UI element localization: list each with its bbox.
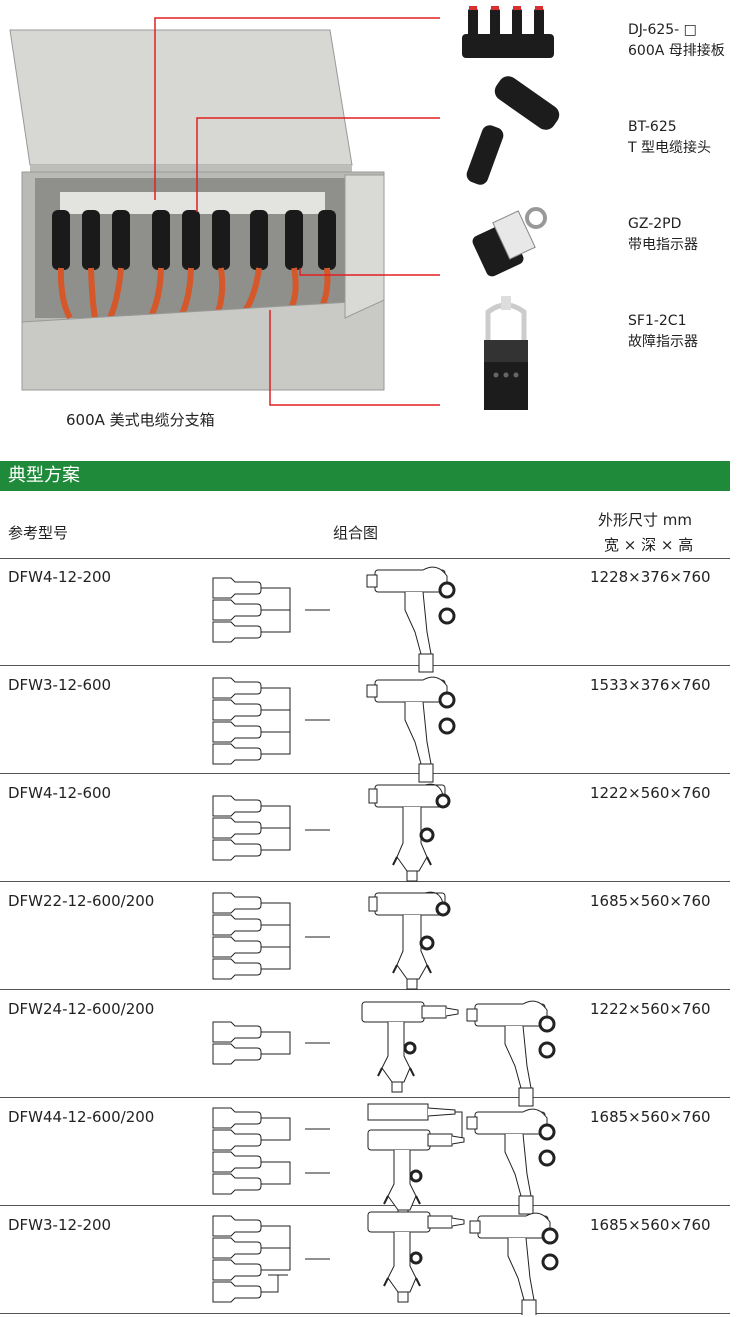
- row-3-size: 1222×560×760: [590, 784, 711, 802]
- product-1-label: DJ-625- □ 600A 母排接板: [628, 20, 725, 62]
- diagram-row-1: [212, 565, 456, 674]
- row-divider: [0, 881, 730, 882]
- row-4-model: DFW22-12-600/200: [8, 892, 155, 910]
- product-2-name: T 型电缆接头: [628, 140, 712, 156]
- busbar-icon: [462, 6, 554, 58]
- col-diagram-header: 组合图: [333, 524, 379, 542]
- row-5-model: DFW24-12-600/200: [8, 1000, 155, 1018]
- diagram-row-4: [212, 890, 451, 991]
- row-divider: [0, 989, 730, 990]
- row-5-size: 1222×560×760: [590, 1000, 711, 1018]
- t-connector-icon: [466, 76, 560, 185]
- product-3-label: GZ-2PD 带电指示器: [628, 214, 698, 256]
- col-model-header: 参考型号: [8, 524, 69, 542]
- product-2-code: BT-625: [628, 119, 677, 135]
- fault-indicator-icon: [484, 296, 528, 410]
- row-divider: [0, 1313, 730, 1314]
- product-3-name: 带电指示器: [628, 237, 698, 253]
- col-size-header-2: 宽 × 深 × 高: [604, 536, 694, 554]
- live-indicator-icon: [472, 207, 547, 277]
- product-3-code: GZ-2PD: [628, 216, 682, 232]
- section-title: 典型方案: [8, 465, 80, 486]
- product-1-code: DJ-625- □: [628, 22, 697, 38]
- row-4-size: 1685×560×760: [590, 892, 711, 910]
- product-1-name: 600A 母排接板: [628, 43, 725, 59]
- row-divider: [0, 773, 730, 774]
- product-4-code: SF1-2C1: [628, 313, 687, 329]
- product-4-name: 故障指示器: [628, 334, 698, 350]
- row-divider: [0, 665, 730, 666]
- row-2-size: 1533×376×760: [590, 676, 711, 694]
- row-7-model: DFW3-12-200: [8, 1216, 112, 1234]
- row-6-size: 1685×560×760: [590, 1108, 711, 1126]
- row-7-size: 1685×560×760: [590, 1216, 711, 1234]
- diagram-row-6: [212, 1103, 556, 1222]
- row-2-model: DFW3-12-600: [8, 676, 112, 694]
- diagram-row-2: [212, 675, 456, 784]
- cabinet-caption: 600A 美式电缆分支箱: [66, 411, 215, 429]
- cabinet-illustration: [9, 6, 560, 410]
- product-2-label: BT-625 T 型电缆接头: [628, 117, 711, 159]
- diagram-row-7: [212, 1210, 559, 1315]
- row-divider: [0, 1205, 730, 1206]
- diagram-row-3: [212, 782, 451, 883]
- row-1-model: DFW4-12-200: [8, 568, 112, 586]
- row-6-model: DFW44-12-600/200: [8, 1108, 155, 1126]
- diagram-row-5: [212, 999, 556, 1108]
- product-4-label: SF1-2C1 故障指示器: [628, 311, 698, 353]
- row-1-size: 1228×376×760: [590, 568, 711, 586]
- col-size-header-1: 外形尺寸 mm: [598, 511, 692, 529]
- section-banner: 典型方案: [0, 461, 730, 491]
- header-divider: [0, 558, 730, 559]
- row-3-model: DFW4-12-600: [8, 784, 112, 802]
- row-divider: [0, 1097, 730, 1098]
- combination-diagrams: [212, 565, 559, 1315]
